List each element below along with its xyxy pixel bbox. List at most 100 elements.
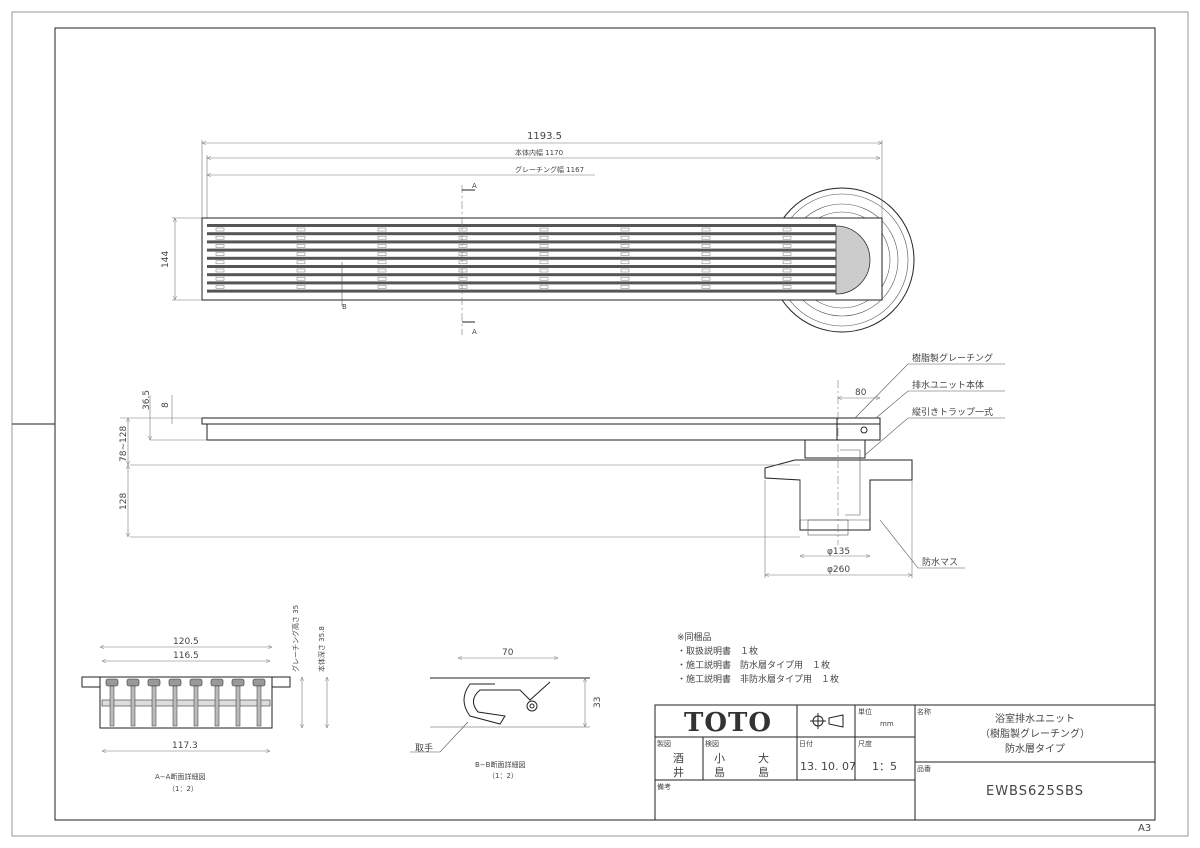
third-angle-projection-icon (810, 713, 844, 729)
slat-spacer (782, 235, 792, 240)
slat-spacer (782, 276, 792, 281)
grating-bar (168, 678, 182, 687)
side-view: 36.5 8 78~128 128 80 φ135 φ260 樹脂製グレーチング… (119, 352, 1005, 578)
dim-120-5: 120.5 (173, 637, 199, 647)
grating-slat (207, 281, 836, 285)
slat-spacer (620, 276, 630, 281)
grating-slat (207, 248, 836, 252)
dim-116-5: 116.5 (173, 651, 199, 661)
dim-height: 144 (161, 251, 171, 268)
grating-bar (189, 678, 203, 687)
grating-slat (207, 232, 836, 236)
section-bb-scale: （1：2） (488, 772, 518, 780)
slat-spacer (620, 227, 630, 232)
slat-spacer (377, 235, 387, 240)
notes-item: ・施工説明書 防水層タイプ用 １枚 (677, 659, 830, 671)
grating-slat (207, 265, 836, 268)
dim-36-5: 36.5 (142, 390, 152, 410)
grating-bar-stem (130, 685, 136, 727)
checked-label: 検図 (705, 739, 719, 748)
slat-spacer (782, 227, 792, 232)
dim-80: 80 (855, 388, 867, 398)
checked-by: 大 (758, 751, 769, 765)
drawn-label: 製図 (657, 739, 671, 748)
notes-item: ・施工説明書 非防水層タイプ用 １枚 (677, 673, 839, 685)
sheet-size: A3 (1138, 823, 1151, 834)
slat-spacer (215, 252, 225, 256)
slat-spacer (782, 260, 792, 265)
title-block: TOTO 単位 mm 製図 酒 井 検図 小 島 大 島 日付 13. 10. … (654, 704, 1156, 821)
checked-by: 島 (758, 765, 769, 779)
dim-8: 8 (161, 402, 171, 408)
slat-spacer (539, 252, 549, 256)
slat-spacer (620, 260, 630, 265)
drawn-by: 井 (673, 765, 684, 779)
slat-spacer (701, 268, 711, 273)
label-trap: 縦引きトラップ一式 (912, 406, 993, 418)
scale-value: 1：5 (872, 760, 897, 773)
slat-spacer (539, 285, 549, 289)
label-grating: 樹脂製グレーチング (912, 352, 993, 364)
dim-grating-height: グレーチング高さ 35 (291, 605, 300, 672)
slat-spacer (701, 285, 711, 289)
dim-33: 33 (593, 697, 603, 708)
date-label: 日付 (799, 739, 813, 748)
dim-128: 128 (119, 493, 129, 510)
part-label: 品番 (917, 765, 931, 773)
slat-spacer (458, 252, 468, 256)
grating-bar-stem (214, 685, 220, 727)
grating-bar (210, 678, 224, 687)
grating-bar (147, 678, 161, 687)
grating-bar-stem (193, 685, 199, 727)
section-aa: 120.5 116.5 117.3 グレーチング高さ 35 本体深さ 35.8 … (81, 605, 327, 793)
slat-spacer (215, 285, 225, 289)
slat-spacer (539, 260, 549, 265)
grating-bar-stem (151, 685, 157, 727)
section-bb: 70 33 取手 B−B断面詳細図 （1：2） (410, 648, 603, 780)
top-view: 1193.5 本体内幅 1170 グレーチング幅 1167 A A B 144 (161, 131, 915, 336)
slat-spacer (215, 268, 225, 273)
label-waterproof-basin: 防水マス (922, 556, 958, 568)
checked-by: 小 (714, 752, 725, 765)
notes-item: ・取扱説明書 １枚 (677, 645, 758, 657)
slat-spacer (215, 260, 225, 265)
grating-bar-stem (256, 685, 262, 727)
product-name: （樹脂製グレーチング） (980, 727, 1090, 740)
grating-bar (126, 678, 140, 687)
slat-spacer (377, 244, 387, 248)
slat-spacer (539, 244, 549, 248)
slat-spacer (215, 227, 225, 232)
section-aa-title: A−A断面詳細図 (155, 772, 205, 781)
label-handle: 取手 (415, 742, 433, 754)
slat-spacer (296, 268, 306, 273)
date-value: 13. 10. 07 (800, 760, 856, 773)
slat-spacer (620, 285, 630, 289)
grating-bar-stem (235, 685, 241, 727)
slat-spacer (296, 260, 306, 265)
slat-spacer (782, 252, 792, 256)
slat-spacer (215, 244, 225, 248)
scale-label: 尺度 (858, 739, 872, 748)
slat-spacer (458, 235, 468, 240)
grating-slat (207, 224, 836, 227)
dim-body-depth: 本体深さ 35.8 (317, 626, 326, 672)
slat-spacer (296, 285, 306, 289)
grating-slat (207, 289, 836, 293)
product-name: 防水層タイプ (1005, 742, 1065, 755)
section-b-label: B (342, 303, 347, 311)
slat-spacer (701, 276, 711, 281)
slat-spacer (377, 260, 387, 265)
unit-value: mm (880, 720, 894, 728)
grating-slat (207, 240, 836, 244)
grating-bar-stem (109, 685, 115, 727)
slat-spacer (377, 227, 387, 232)
toto-logo: TOTO (684, 708, 772, 738)
slat-spacer (701, 260, 711, 265)
dim-phi135: φ135 (827, 547, 850, 557)
dim-overall: 1193.5 (527, 131, 562, 142)
slat-spacer (701, 227, 711, 232)
slat-spacer (296, 227, 306, 232)
drawn-by: 酒 (673, 752, 684, 765)
included-items-notes: ※同梱品 ・取扱説明書 １枚 ・施工説明書 防水層タイプ用 １枚 ・施工説明書 … (677, 631, 839, 685)
